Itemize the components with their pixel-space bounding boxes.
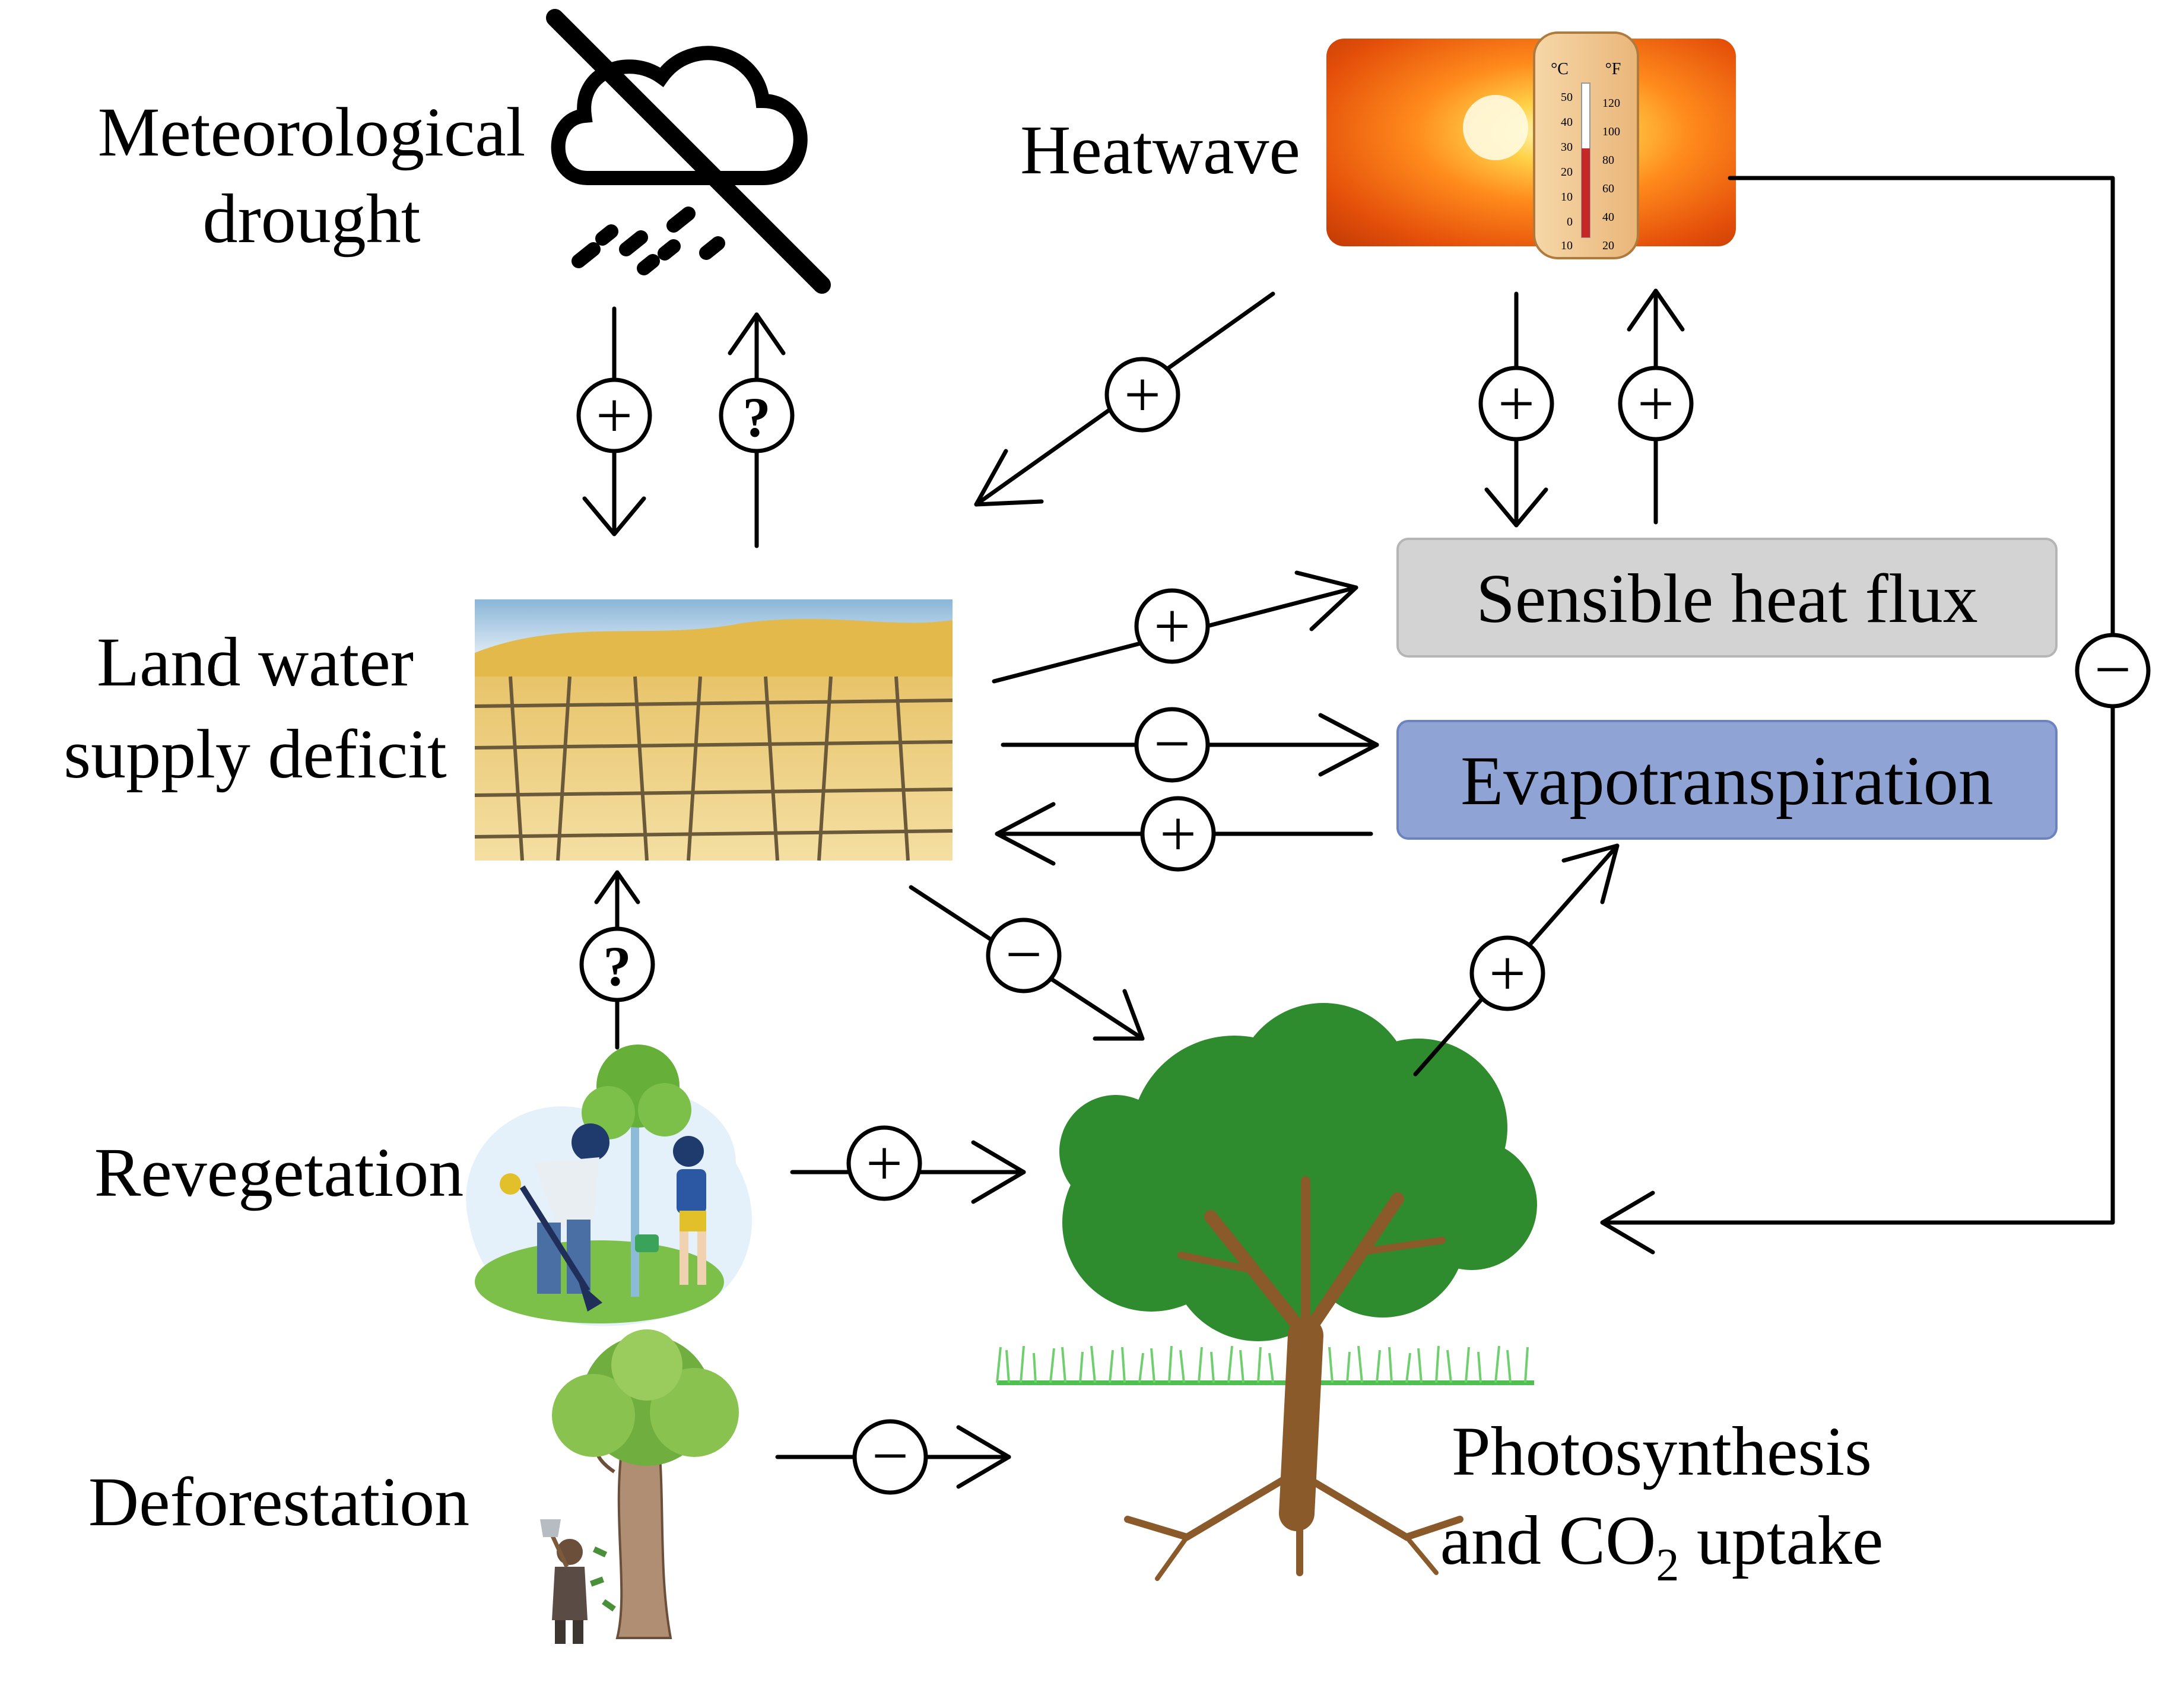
sign-minus-text: − (2094, 633, 2131, 706)
tree-cutting-image (540, 1329, 739, 1644)
fahrenheit-tick: 60 (1602, 182, 1614, 195)
fahrenheit-tick: 20 (1602, 239, 1614, 252)
sensible-heat-flux-label: Sensible heat flux (1476, 560, 1977, 637)
sign-minus: − (986, 918, 1062, 993)
cracked-earth-image (474, 599, 953, 861)
sign-plus-text: + (1160, 798, 1196, 870)
fahrenheit-tick: 120 (1602, 97, 1620, 110)
sign-minus: − (2075, 633, 2151, 709)
sign-plus-text: + (866, 1127, 903, 1199)
sign-minus-text: − (1154, 707, 1190, 780)
grass-blades (996, 1345, 1529, 1383)
celsius-tick: 10 (1561, 191, 1573, 204)
revegetation-label: Revegetation (94, 1134, 464, 1211)
sensible-heat-flux-node: Sensible heat flux (1396, 538, 2058, 658)
sign-plus: + (846, 1125, 922, 1201)
sign-unknown-text: ? (742, 386, 771, 449)
sign-plus: + (1140, 796, 1216, 872)
evapotranspiration-node: Evapotranspiration (1396, 720, 2058, 840)
sign-plus: + (1134, 588, 1210, 664)
sign-plus-text: + (1498, 367, 1535, 440)
sign-plus-text: + (1154, 590, 1190, 662)
arrow-heatwave-to-tree (1600, 176, 2115, 1255)
sign-minus: − (852, 1419, 928, 1495)
photosynthesis-label-line2: and CO2 uptake (1440, 1501, 1884, 1590)
sign-minus: − (1134, 707, 1210, 783)
heatwave-node: Heatwave °C °F 50 40 30 20 10 0 10 120 1… (1020, 31, 1736, 259)
celsius-unit: °C (1551, 60, 1569, 78)
celsius-tick: 10 (1561, 239, 1573, 252)
no-rain-cloud-icon (546, 9, 831, 294)
sign-plus: + (1104, 357, 1180, 433)
fahrenheit-tick: 40 (1602, 211, 1614, 224)
sign-plus-text: + (596, 379, 633, 452)
sign-minus-text: − (1005, 918, 1042, 990)
revegetation-node: Revegetation (94, 1045, 752, 1326)
photosynthesis-label-line1: Photosynthesis (1452, 1412, 1872, 1490)
celsius-tick: 20 (1561, 166, 1573, 179)
evapotranspiration-box (1396, 720, 2058, 840)
meteorological-drought-node: Meteorological drought (98, 9, 831, 294)
land-water-label-line1: Land water (97, 623, 414, 701)
sign-plus: + (1618, 366, 1694, 442)
evapotranspiration-label: Evapotranspiration (1461, 742, 1993, 820)
fahrenheit-tick: 80 (1602, 154, 1614, 167)
sign-plus-text: + (1489, 937, 1526, 1009)
heatwave-label: Heatwave (1020, 111, 1300, 189)
sun-thermometer-image: °C °F 50 40 30 20 10 0 10 120 100 80 60 … (1326, 31, 1736, 259)
sign-plus: + (576, 377, 652, 453)
photosynthesis-line2-post: uptake (1679, 1501, 1883, 1579)
fahrenheit-tick: 100 (1602, 125, 1620, 138)
sign-unknown: ? (719, 377, 795, 453)
sign-unknown-text: ? (603, 935, 631, 998)
photosynthesis-line2-pre: and CO (1440, 1501, 1656, 1579)
fahrenheit-unit: °F (1605, 60, 1621, 78)
photosynthesis-node: Photosynthesis and CO2 uptake (996, 1003, 1884, 1590)
tree-trunk (1124, 1176, 1463, 1581)
land-water-label-line2: supply deficit (64, 715, 447, 793)
deforestation-node: Deforestation (88, 1329, 739, 1644)
meteorological-drought-label-line1: Meteorological (98, 93, 526, 171)
sensible-heat-flux-box (1396, 538, 2058, 658)
sign-plus-text: + (1124, 358, 1161, 431)
deforestation-label: Deforestation (88, 1463, 469, 1541)
meteorological-drought-label-line2: drought (202, 180, 420, 258)
co2-subscript: 2 (1656, 1539, 1679, 1590)
celsius-tick: 40 (1561, 116, 1573, 129)
sign-plus-text: + (1637, 367, 1674, 440)
land-water-deficit-node: Land water supply deficit (64, 599, 953, 861)
celsius-tick: 30 (1561, 141, 1573, 154)
tree-canopy (1059, 1003, 1537, 1341)
sign-minus-text: − (872, 1420, 909, 1492)
grass-strip (996, 1345, 1534, 1385)
sign-unknown: ? (579, 926, 655, 1002)
sign-markers: + ? + + + + − + (576, 357, 2151, 1495)
celsius-tick: 50 (1561, 91, 1573, 104)
sign-plus: + (1478, 366, 1554, 442)
sign-plus: + (1469, 935, 1545, 1011)
celsius-tick: 0 (1567, 215, 1573, 228)
tree-planting-image (466, 1045, 752, 1326)
